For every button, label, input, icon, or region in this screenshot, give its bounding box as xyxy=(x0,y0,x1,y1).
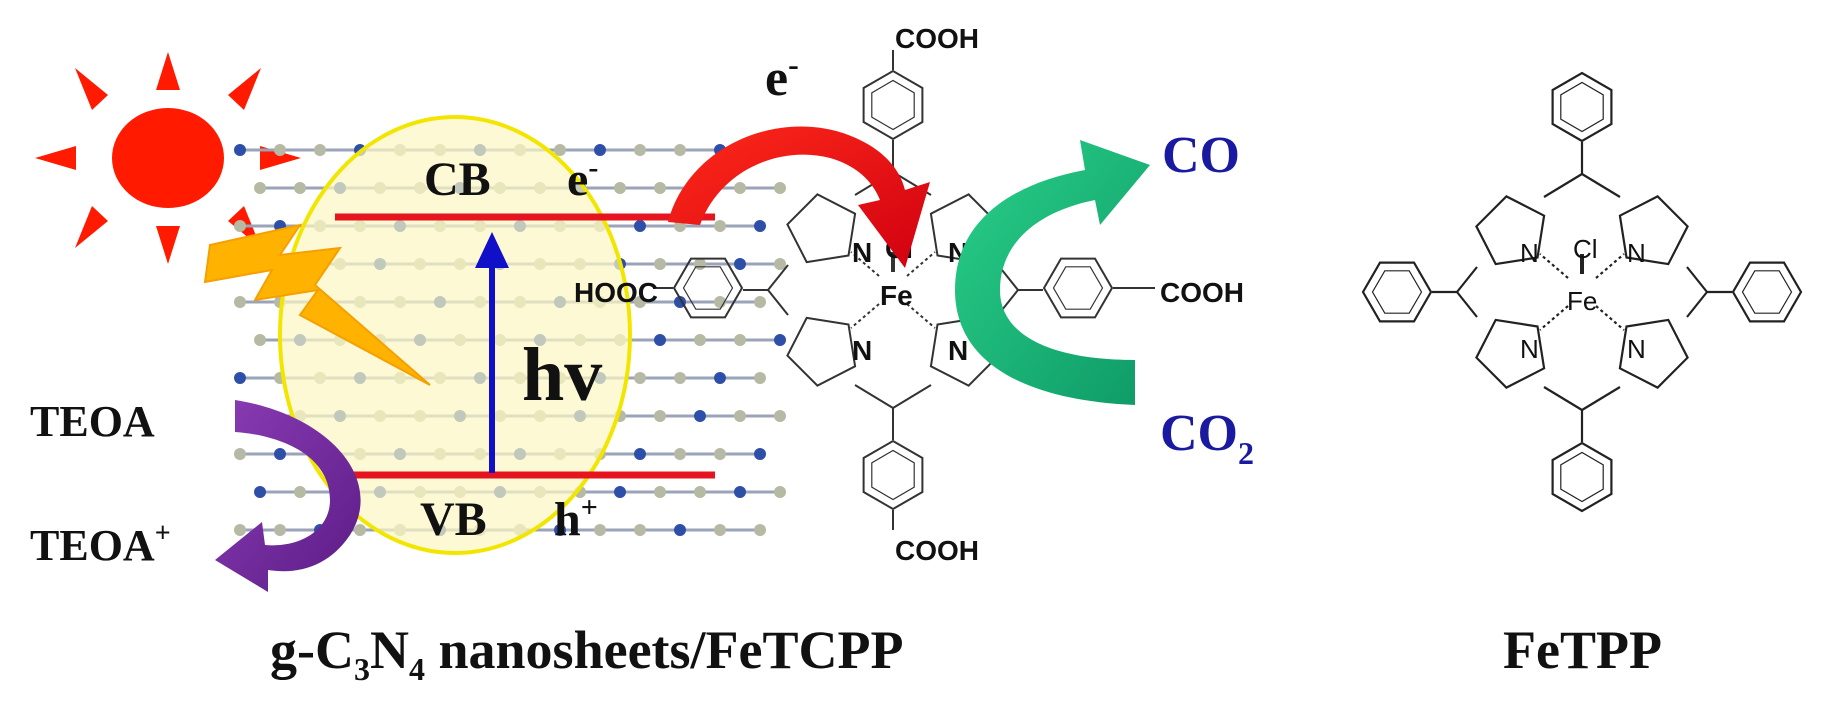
co-label: CO xyxy=(1162,127,1240,184)
fetcpp-n-tl: N xyxy=(852,237,872,268)
fetpp-fe: Fe xyxy=(1567,286,1597,316)
excitation-arrow xyxy=(475,232,509,473)
fetcpp-cooh-bottom: COOH xyxy=(895,535,979,566)
fetcpp-hooc-left: HOOC xyxy=(574,277,658,308)
nanosheet-circle xyxy=(278,115,632,555)
hv-label: hv xyxy=(522,333,602,417)
cb-label: CB xyxy=(424,153,491,206)
fetpp-n-tr: N xyxy=(1627,238,1646,268)
teoa-plus-label: TEOA+ xyxy=(30,518,171,570)
fetcpp-cooh-top: COOH xyxy=(895,23,979,54)
cb-electron-label: e- xyxy=(567,151,598,206)
fetcpp-n-br: N xyxy=(948,335,968,366)
fetcpp-n-bl: N xyxy=(852,335,872,366)
fetpp-cl: Cl xyxy=(1573,234,1598,264)
vb-label: VB xyxy=(420,493,487,546)
fetpp-structure xyxy=(1361,71,1803,513)
caption-fetpp: FeTPP xyxy=(1503,620,1662,680)
teoa-label: TEOA xyxy=(30,397,155,446)
lightning-icon xyxy=(203,223,431,386)
fetcpp-cooh-right: COOH xyxy=(1160,277,1244,308)
fetpp-n-br: N xyxy=(1627,334,1646,364)
fetpp-n-bl: N xyxy=(1520,334,1539,364)
electron-label: e- xyxy=(765,46,799,107)
fetpp-n-tl: N xyxy=(1520,238,1539,268)
co2-reduction-arrow xyxy=(955,140,1150,405)
electron-transfer-arrow xyxy=(668,126,930,268)
sun-icon xyxy=(35,52,301,264)
fetcpp-fe: Fe xyxy=(880,280,913,311)
caption-gc3n4-fetcpp: g-C3N4 nanosheets/FeTCPP xyxy=(270,620,903,687)
vb-hole-label: h+ xyxy=(554,491,598,546)
teoa-oxidation-arrow xyxy=(215,400,361,592)
co2-label: CO2 xyxy=(1160,405,1254,471)
